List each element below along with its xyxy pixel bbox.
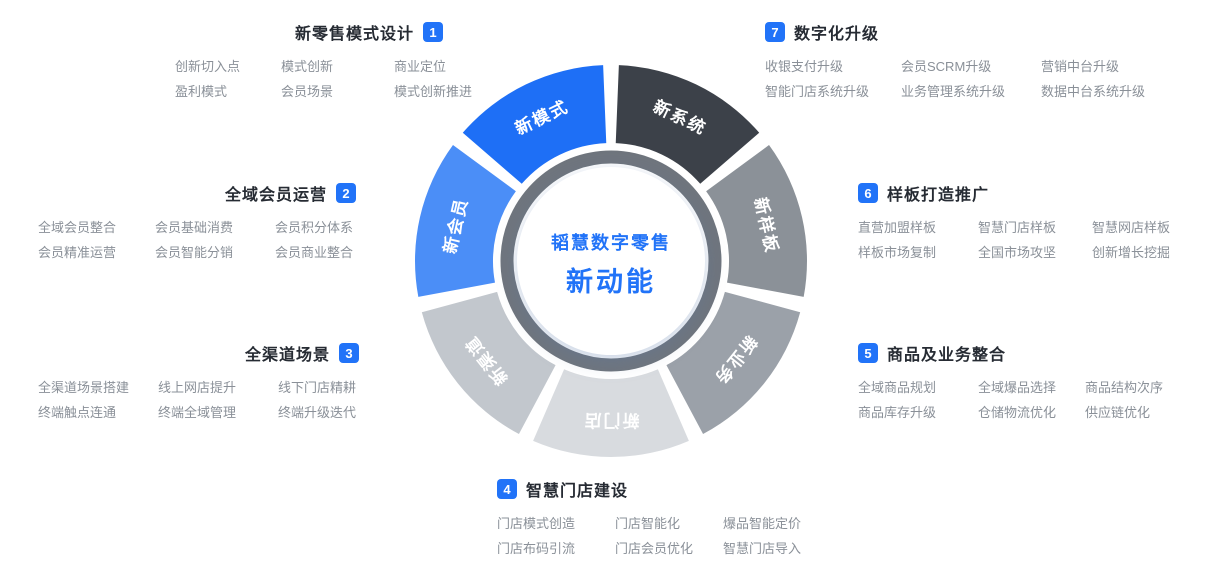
list-item: 终端触点连通: [38, 405, 117, 420]
list-item: 会员商业整合: [275, 245, 354, 260]
list-item: 业务管理系统升级: [901, 84, 1006, 99]
list-item: 直营加盟样板: [858, 220, 937, 235]
section-header: 6 样板打造推广: [858, 181, 1170, 205]
section-number-badge: 1: [423, 22, 444, 42]
section-items: 全渠道场景搭建 线上网店提升 线下门店精耕 终端触点连通 终端全域管理 终端升级…: [38, 380, 359, 421]
list-item: 收银支付升级: [765, 59, 844, 74]
list-item: 全域爆品选择: [978, 380, 1057, 395]
section-header: 4 智慧门店建设: [497, 477, 801, 501]
list-item: 全渠道场景搭建: [38, 380, 130, 395]
section-title: 智慧门店建设: [526, 483, 629, 500]
section-items: 门店模式创造 门店智能化 爆品智能定价 门店布码引流 门店会员优化 智慧门店导入: [497, 516, 801, 557]
list-item: 智慧门店导入: [723, 541, 802, 556]
section-title: 全域会员运营: [225, 187, 328, 204]
section-header: 新零售模式设计 1: [295, 20, 472, 44]
wheel-segment-3: [706, 145, 807, 297]
center-ring: [500, 150, 722, 372]
list-item: 创新切入点: [175, 59, 241, 74]
list-item: 会员SCRM升级: [901, 59, 992, 74]
list-item: 门店智能化: [615, 516, 681, 531]
list-item: 数据中台系统升级: [1041, 84, 1146, 99]
section-items: 收银支付升级 会员SCRM升级 营销中台升级 智能门店系统升级 业务管理系统升级…: [765, 59, 1145, 100]
section-all-channel-scene: 全渠道场景 3 全渠道场景搭建 线上网店提升 线下门店精耕 终端触点连通 终端全…: [38, 341, 360, 421]
list-item: 全域会员整合: [38, 220, 117, 235]
section-number-badge: 6: [858, 183, 878, 203]
wheel-segment-2: [615, 65, 760, 184]
list-item: 商品库存升级: [858, 405, 937, 420]
momentum-wheel: 新模式新系统新样板新业务新门店新渠道新会员 韬慧数字零售 新动能: [411, 61, 811, 461]
list-item: 智能门店系统升级: [765, 84, 870, 99]
list-item: 会员基础消费: [155, 220, 234, 235]
section-number-badge: 4: [497, 479, 517, 499]
section-title: 新零售模式设计: [295, 26, 415, 43]
wheel-segment-6: [421, 291, 556, 435]
wheel-segment-5: [533, 369, 689, 458]
list-item: 全国市场攻坚: [978, 245, 1057, 260]
section-items: 直营加盟样板 智慧门店样板 智慧网店样板 样板市场复制 全国市场攻坚 创新增长挖…: [858, 220, 1170, 261]
list-item: 商品结构次序: [1085, 380, 1164, 395]
section-items: 全域商品规划 全域爆品选择 商品结构次序 商品库存升级 仓储物流优化 供应链优化: [858, 380, 1163, 421]
list-item: 模式创新: [281, 59, 334, 74]
section-number-badge: 5: [858, 343, 878, 363]
section-title: 商品及业务整合: [887, 347, 1007, 364]
list-item: 爆品智能定价: [723, 516, 802, 531]
section-smart-store-construction: 4 智慧门店建设 门店模式创造 门店智能化 爆品智能定价 门店布码引流 门店会员…: [497, 477, 801, 557]
list-item: 样板市场复制: [858, 245, 937, 260]
center-subtitle: 新动能: [566, 266, 656, 297]
list-item: 创新增长挖掘: [1092, 245, 1171, 260]
section-number-badge: 3: [339, 343, 360, 363]
list-item: 线上网店提升: [158, 380, 237, 395]
section-title: 全渠道场景: [245, 347, 331, 364]
list-item: 门店布码引流: [497, 541, 576, 556]
list-item: 商业定位: [394, 59, 447, 74]
section-new-retail-model-design: 新零售模式设计 1 创新切入点 模式创新 商业定位 盈利模式 会员场景 模式创新…: [175, 20, 472, 100]
list-item: 门店模式创造: [497, 516, 576, 531]
list-item: 盈利模式: [175, 84, 228, 99]
list-item: 会员场景: [281, 84, 334, 99]
center-title: 韬慧数字零售: [551, 232, 671, 253]
list-item: 模式创新推进: [394, 84, 473, 99]
section-header: 全域会员运营 2: [225, 181, 357, 205]
section-template-promotion: 6 样板打造推广 直营加盟样板 智慧门店样板 智慧网店样板 样板市场复制 全国市…: [858, 181, 1170, 261]
section-number-badge: 2: [336, 183, 357, 203]
list-item: 门店会员优化: [615, 541, 694, 556]
list-item: 智慧门店样板: [978, 220, 1057, 235]
section-items: 创新切入点 模式创新 商业定位 盈利模式 会员场景 模式创新推进: [175, 59, 472, 100]
wheel-segment-1: [462, 65, 607, 184]
list-item: 营销中台升级: [1041, 59, 1120, 74]
section-header: 7 数字化升级: [765, 20, 1145, 44]
list-item: 线下门店精耕: [278, 380, 357, 395]
section-header: 全渠道场景 3: [245, 341, 360, 365]
list-item: 智慧网店样板: [1092, 220, 1171, 235]
wheel-segment-7: [415, 145, 516, 297]
list-item: 会员智能分销: [155, 245, 234, 260]
list-item: 供应链优化: [1085, 405, 1151, 420]
wheel-segment-label-5: 新门店: [583, 411, 640, 431]
list-item: 仓储物流优化: [978, 405, 1057, 420]
section-title: 数字化升级: [794, 26, 880, 43]
section-omni-member-operation: 全域会员运营 2 全域会员整合 会员基础消费 会员积分体系 会员精准运营 会员智…: [38, 181, 357, 261]
list-item: 终端全域管理: [158, 405, 237, 420]
list-item: 全域商品规划: [858, 380, 937, 395]
section-header: 5 商品及业务整合: [858, 341, 1163, 365]
section-items: 全域会员整合 会员基础消费 会员积分体系 会员精准运营 会员智能分销 会员商业整…: [38, 220, 356, 261]
section-digital-upgrade: 7 数字化升级 收银支付升级 会员SCRM升级 营销中台升级 智能门店系统升级 …: [765, 20, 1145, 100]
list-item: 会员积分体系: [275, 220, 354, 235]
section-product-business-integration: 5 商品及业务整合 全域商品规划 全域爆品选择 商品结构次序 商品库存升级 仓储…: [858, 341, 1163, 421]
section-title: 样板打造推广: [887, 187, 990, 204]
wheel-segment-4: [666, 291, 801, 435]
section-number-badge: 7: [765, 22, 785, 42]
list-item: 会员精准运营: [38, 245, 117, 260]
momentum-wheel-svg: 新模式新系统新样板新业务新门店新渠道新会员 韬慧数字零售 新动能: [415, 65, 807, 458]
center-disc: [517, 167, 705, 355]
list-item: 终端升级迭代: [278, 405, 357, 420]
